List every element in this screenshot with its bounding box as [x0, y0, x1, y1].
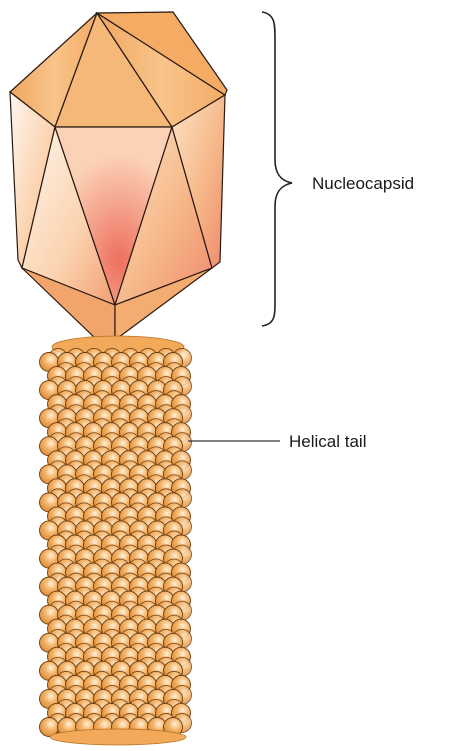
tail-base-plate	[50, 729, 186, 745]
helical-tail-label: Helical tail	[289, 432, 366, 452]
nucleocapsid-brace	[262, 12, 292, 326]
nucleocapsid-label: Nucleocapsid	[312, 174, 414, 194]
helical-tail	[40, 349, 192, 737]
nucleocapsid-head	[10, 12, 227, 340]
